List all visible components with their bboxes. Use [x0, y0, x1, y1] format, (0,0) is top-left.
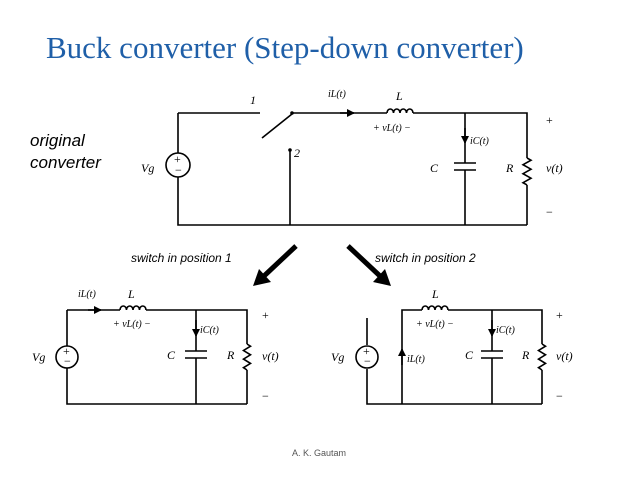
left-resistor-label: R [226, 348, 235, 362]
position2-circuit: + − Vg L + vL(t) − iL(t) iC(t) C R + v(t… [331, 287, 573, 405]
top-voltage-source-icon [165, 152, 191, 178]
svg-text:−: − [64, 354, 71, 368]
original-label-line1: original [30, 131, 86, 150]
right-inductor-current: iL(t) [407, 354, 425, 365]
top-switch-blade-icon [261, 113, 293, 139]
slide-footer: A. K. Gautam [291, 448, 347, 458]
right-source-label: Vg [331, 350, 344, 364]
left-inductor-current: iL(t) [78, 289, 96, 300]
top-source-label: Vg [141, 161, 154, 175]
right-capacitor-current: iC(t) [496, 325, 516, 336]
left-inductor-icon [119, 305, 147, 311]
top-inductor-label: L [395, 89, 403, 103]
top-resistor-icon [521, 157, 533, 186]
top-capacitor-current: iC(t) [470, 136, 490, 147]
svg-text:−: − [175, 163, 182, 177]
top-inductor-voltage: + vL(t) − [373, 123, 411, 134]
top-resistor-label: R [505, 161, 514, 175]
svg-text:+: + [174, 152, 181, 166]
left-capacitor-current: iC(t) [200, 325, 220, 336]
left-output-voltage: v(t) [262, 349, 279, 363]
top-left-bottom-wire [177, 113, 527, 226]
left-arrow-icon [262, 244, 298, 278]
original-label-line2: converter [30, 153, 102, 172]
top-output-voltage: v(t) [546, 161, 563, 175]
right-arrow-icon [346, 244, 382, 278]
svg-text:−: − [364, 354, 371, 368]
top-inductor-current: iL(t) [328, 89, 346, 100]
slide-title: Buck converter (Step-down converter) [46, 30, 524, 65]
right-capacitor-label: C [465, 348, 474, 362]
right-resistor-icon [536, 343, 548, 371]
switch-position-2-label: switch in position 2 [375, 251, 476, 265]
svg-text:+: + [546, 113, 553, 127]
switch-position-1-label: switch in position 1 [131, 251, 232, 265]
left-resistor-icon [241, 343, 253, 371]
right-inductor-voltage: + vL(t) − [416, 319, 454, 330]
top-output-wire [413, 112, 528, 158]
svg-text:−: − [546, 205, 553, 219]
position1-circuit: + − Vg L + vL(t) − iL(t) iC(t) C R + v(t… [32, 287, 279, 405]
top-switch-pos2: 2 [294, 146, 300, 160]
svg-text:+: + [63, 344, 70, 358]
left-inductor-voltage: + vL(t) − [113, 319, 151, 330]
left-voltage-source-icon [55, 345, 79, 369]
left-capacitor-label: C [167, 348, 176, 362]
original-converter-circuit: original converter + − Vg 1 2 L + vL(t) … [30, 89, 563, 226]
svg-text:+: + [363, 344, 370, 358]
svg-text:+: + [556, 308, 563, 322]
right-output-voltage: v(t) [556, 349, 573, 363]
top-capacitor-label: C [430, 161, 439, 175]
position-arrows: switch in position 1 switch in position … [131, 244, 476, 286]
right-inductor-icon [421, 305, 449, 311]
top-inductor-icon [386, 108, 414, 114]
right-voltage-source-icon [355, 345, 379, 369]
right-resistor-label: R [521, 348, 530, 362]
left-source-label: Vg [32, 350, 45, 364]
top-switch-pos1: 1 [250, 93, 256, 107]
svg-text:−: − [556, 389, 563, 403]
svg-text:+: + [262, 308, 269, 322]
svg-text:−: − [262, 389, 269, 403]
left-inductor-label: L [127, 287, 135, 301]
right-inductor-label: L [431, 287, 439, 301]
